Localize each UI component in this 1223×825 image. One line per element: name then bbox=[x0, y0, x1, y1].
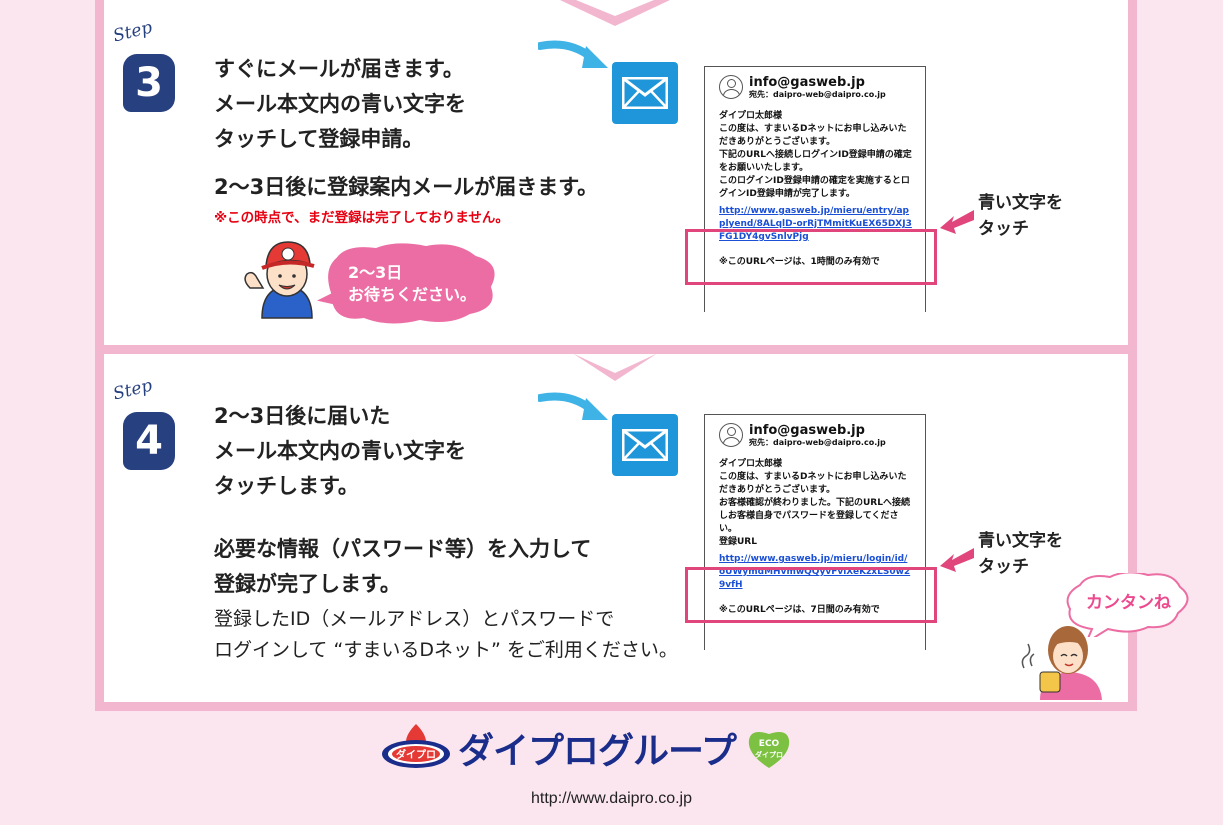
step4-bubble-text: カンタンね bbox=[1086, 593, 1171, 613]
step4-mail-icon bbox=[612, 414, 678, 476]
step4-subtitle-line-2: 登録が完了します。 bbox=[214, 572, 401, 596]
step3-touch-line-2: タッチ bbox=[978, 219, 1029, 239]
step3-warning-note: ※この時点で、まだ登録は完了しておりません。 bbox=[214, 210, 509, 226]
step4-line-2: メール本文内の青い文字を bbox=[214, 439, 466, 463]
step4-mail-from: info@gasweb.jp bbox=[749, 423, 865, 438]
step4-number-badge: 4 bbox=[123, 412, 175, 470]
step4-touch-line-1: 青い文字を bbox=[978, 531, 1063, 551]
logo-badge-text: ダイプロ bbox=[396, 748, 436, 761]
step4-mail-to: 宛先：daipro-web@daipro.co.jp bbox=[749, 438, 886, 447]
step3-line-1: すぐにメールが届きます。 bbox=[214, 57, 464, 81]
step4-top-notch bbox=[560, 345, 670, 381]
sender-avatar-icon bbox=[719, 75, 743, 99]
step4-mail-link[interactable]: http://www.gasweb.jp/mieru/login/id/oUWy… bbox=[719, 554, 911, 590]
step4-touch-label: 青い文字を タッチ bbox=[978, 528, 1063, 580]
step3-mail-icon bbox=[612, 62, 678, 124]
step3-speech-bubble bbox=[311, 243, 497, 325]
woman-tea-illustration bbox=[1021, 626, 1102, 700]
step4-usage-line-1: 登録したID（メールアドレス）とパスワードで bbox=[214, 608, 615, 630]
step3-touch-label: 青い文字を タッチ bbox=[978, 190, 1063, 242]
daipro-drop-logo-icon: ダイプロ bbox=[382, 724, 450, 768]
step3-link-highlight bbox=[685, 229, 937, 285]
step3-curved-arrow bbox=[538, 40, 608, 68]
step3-line-2: メール本文内の青い文字を bbox=[214, 92, 466, 116]
step3-pointer-arrow-icon bbox=[940, 210, 974, 234]
step4-subtitle: 必要な情報（パスワード等）を入力して 登録が完了します。 bbox=[214, 532, 591, 602]
daipro-group-logo: ダイプロ ダイプログループ ECO ダイプロ bbox=[380, 722, 792, 774]
step3-bubble-line-2: お待ちください。 bbox=[348, 285, 477, 304]
step3-bubble-text: 2〜3日 お待ちください。 bbox=[348, 262, 476, 306]
step3-mail-header: info@gasweb.jp 宛先：daipro-web@daipro.co.j… bbox=[719, 75, 913, 100]
step4-pointer-arrow-icon bbox=[940, 548, 974, 572]
step3-subtitle: 2〜3日後に登録案内メールが届きます。 bbox=[214, 175, 599, 199]
step3-panel bbox=[95, 0, 1137, 345]
step3-mail-preview: info@gasweb.jp 宛先：daipro-web@daipro.co.j… bbox=[704, 66, 926, 312]
step4-instructions: 2〜3日後に届いた メール本文内の青い文字を タッチします。 bbox=[214, 399, 466, 504]
step3-top-notch bbox=[560, 0, 670, 26]
eco-bottom-text: ダイプロ bbox=[755, 750, 783, 759]
step4-mail-header: info@gasweb.jp 宛先：daipro-web@daipro.co.j… bbox=[719, 423, 913, 448]
step3-instructions: すぐにメールが届きます。 メール本文内の青い文字を タッチして登録申請。 bbox=[214, 52, 466, 157]
step4-mail-body: ダイプロ太郎様 この度は、すまいるDネットにお申し込みいただきありがとうございま… bbox=[719, 459, 910, 547]
step4-subtitle-line-1: 必要な情報（パスワード等）を入力して bbox=[214, 537, 592, 561]
step4-speech-bubble bbox=[1066, 573, 1189, 637]
step4-line-3: タッチします。 bbox=[214, 474, 359, 498]
step4-curved-arrow bbox=[538, 392, 608, 420]
sender-avatar-icon bbox=[719, 423, 743, 447]
step3-number-badge: 3 bbox=[123, 54, 175, 112]
worker-mascot-illustration bbox=[244, 241, 315, 319]
step3-mail-body: ダイプロ太郎様 この度は、すまいるDネットにお申し込みいただきありがとうございま… bbox=[719, 111, 912, 199]
step3-mail-to: 宛先：daipro-web@daipro.co.jp bbox=[749, 90, 886, 99]
step3-mail-link[interactable]: http://www.gasweb.jp/mieru/entry/applyen… bbox=[719, 206, 912, 242]
step4-usage-line-2: ログインして “すまいるDネット” をご利用ください。 bbox=[214, 639, 678, 661]
step3-bubble-line-1: 2〜3日 bbox=[348, 263, 403, 282]
step3-mail-from: info@gasweb.jp bbox=[749, 75, 865, 90]
logo-name-text: ダイプログループ bbox=[458, 731, 737, 772]
step4-mail-preview: info@gasweb.jp 宛先：daipro-web@daipro.co.j… bbox=[704, 414, 926, 650]
eco-top-text: ECO bbox=[759, 739, 780, 749]
step3-line-3: タッチして登録申請。 bbox=[214, 127, 424, 151]
step4-panel bbox=[95, 345, 1137, 711]
step4-link-highlight bbox=[685, 567, 937, 623]
eco-heart-icon: ECO ダイプロ bbox=[748, 732, 790, 768]
company-url-link[interactable]: http://www.daipro.co.jp bbox=[531, 790, 692, 807]
step3-touch-line-1: 青い文字を bbox=[978, 193, 1063, 213]
step3-mail-footer: ※このURLページは、1時間のみ有効で bbox=[719, 257, 880, 267]
step4-mail-footer: ※このURLページは、7日間のみ有効で bbox=[719, 605, 880, 615]
step4-usage-text: 登録したID（メールアドレス）とパスワードで ログインして “すまいるDネット”… bbox=[214, 604, 678, 666]
step4-touch-line-2: タッチ bbox=[978, 557, 1029, 577]
step4-line-1: 2〜3日後に届いた bbox=[214, 404, 391, 428]
